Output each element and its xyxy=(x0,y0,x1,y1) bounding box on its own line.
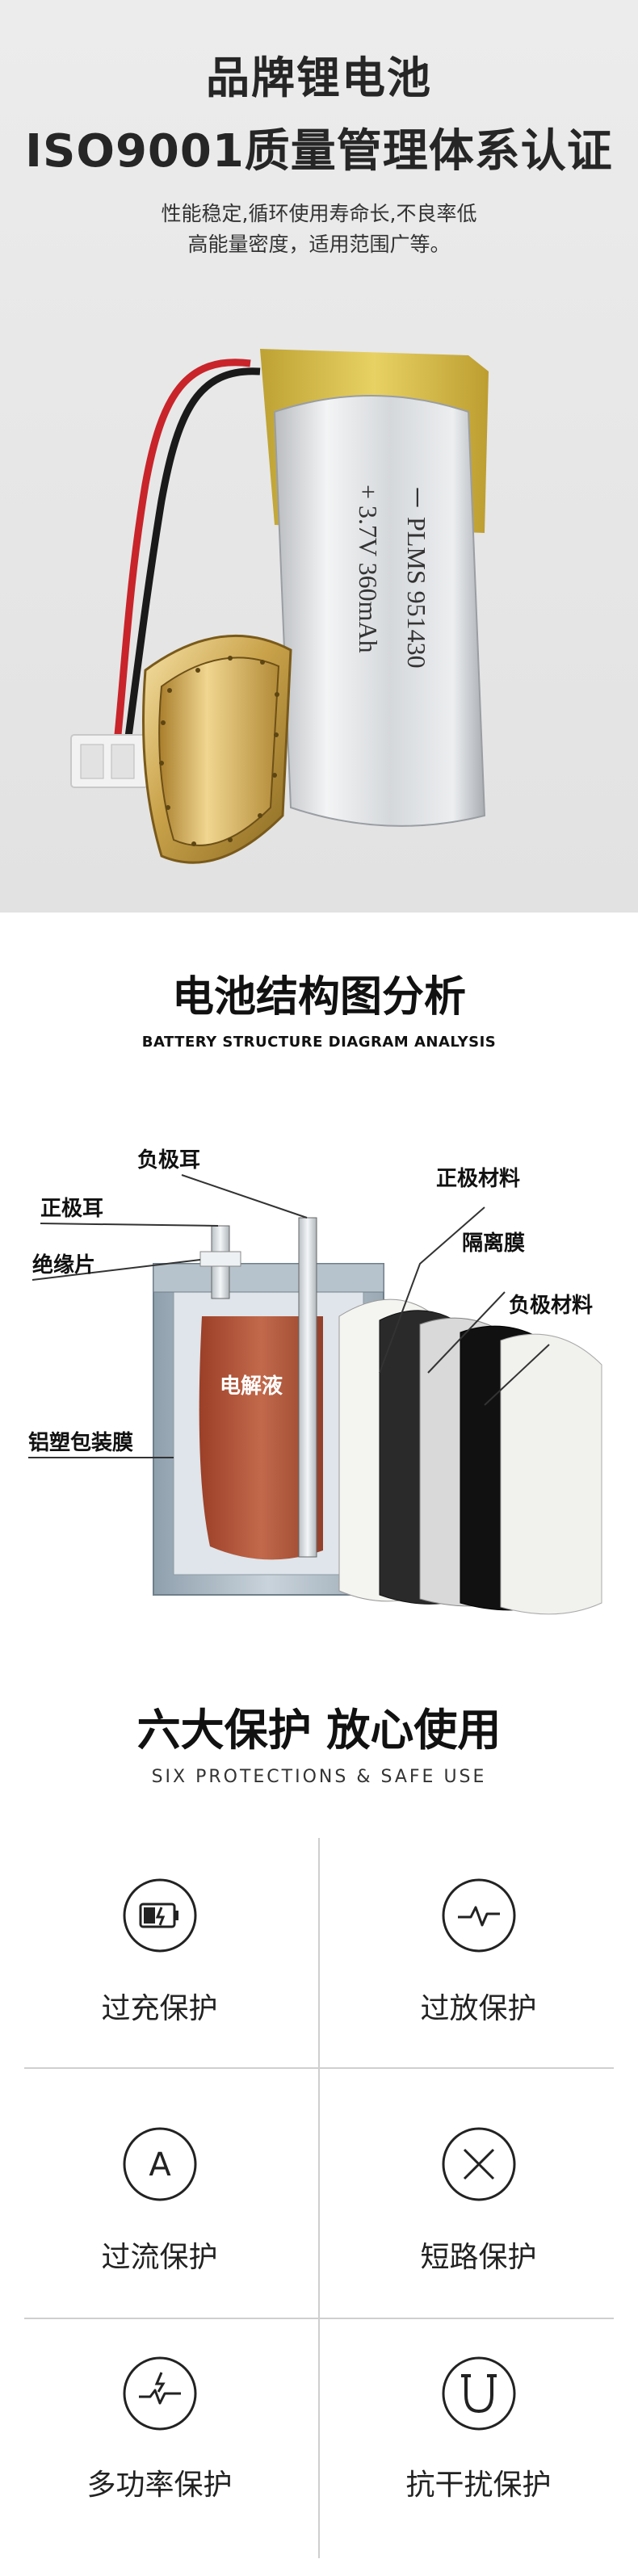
label-positive-tab: 正极耳 xyxy=(40,1197,103,1221)
label-electrolyte: 电解液 xyxy=(220,1374,283,1399)
hero-subtitle-line1: 性能稳定,循环使用寿命长,不良率低 xyxy=(161,202,477,225)
battery-structure-diagram: 负极耳 正极耳 绝缘片 铝塑包装膜 正极材料 隔离膜 负极材料 电解液 xyxy=(28,1148,602,1615)
label-negative-material: 负极材料 xyxy=(509,1294,593,1318)
protection-label: 过流保护 xyxy=(101,2241,218,2274)
protection-item-multi-power: 多功率保护 xyxy=(0,2319,319,2561)
protection-subtitle: SIX PROTECTIONS & SAFE USE xyxy=(151,1767,487,1787)
protection-item-overcharge: 过充保护 xyxy=(0,1838,319,2080)
protection-title: 六大保护 放心使用 xyxy=(136,1705,502,1756)
protection-label: 多功率保护 xyxy=(86,2469,233,2502)
hero-section: 品牌锂电池 ISO9001质量管理体系认证 性能稳定,循环使用寿命长,不良率低 … xyxy=(0,0,638,913)
structure-title: 电池结构图分析 xyxy=(171,973,466,1022)
battery-charge-icon xyxy=(123,1878,197,1953)
protection-label: 过放保护 xyxy=(420,1992,537,2025)
grid-divider-horizontal xyxy=(24,2067,614,2069)
hero-title-line1: 品牌锂电池 xyxy=(206,52,432,103)
structure-subtitle: BATTERY STRUCTURE DIAGRAM ANALYSIS xyxy=(141,1034,497,1051)
protection-item-short-circuit: 短路保护 xyxy=(319,2069,638,2311)
grid-divider-vertical xyxy=(318,1838,320,2558)
label-positive-material: 正极材料 xyxy=(436,1167,520,1191)
label-aluminum-film: 铝塑包装膜 xyxy=(28,1430,133,1455)
protection-item-overcurrent: A 过流保护 xyxy=(0,2069,319,2311)
power-surge-icon xyxy=(123,2356,197,2431)
protection-item-overdischarge: 过放保护 xyxy=(319,1838,638,2080)
svg-text:A: A xyxy=(149,2146,171,2184)
label-separator: 隔离膜 xyxy=(462,1231,525,1256)
hero-title-line2: ISO9001质量管理体系认证 xyxy=(25,125,613,178)
grid-divider-horizontal xyxy=(24,2318,614,2319)
hero-subtitle-line2: 高能量密度，适用范围广等。 xyxy=(187,233,451,256)
protection-label: 抗干扰保护 xyxy=(405,2469,552,2502)
label-insulation: 绝缘片 xyxy=(32,1252,95,1278)
protection-label: 短路保护 xyxy=(420,2241,537,2274)
protection-item-anti-interference: 抗干扰保护 xyxy=(319,2319,638,2561)
battery-spec-text: + 3.7V 360mAh xyxy=(354,485,383,653)
cross-icon xyxy=(442,2127,516,2201)
battery-model-text: － PLMS 951430 xyxy=(402,485,431,669)
ampere-icon: A xyxy=(123,2127,197,2201)
magnet-icon xyxy=(442,2356,516,2431)
protection-label: 过充保护 xyxy=(101,1992,218,2025)
battery-product-image: － PLMS 951430 + 3.7V 360mAh xyxy=(70,349,489,864)
label-negative-tab: 负极耳 xyxy=(137,1148,200,1173)
pulse-icon xyxy=(442,1878,516,1953)
